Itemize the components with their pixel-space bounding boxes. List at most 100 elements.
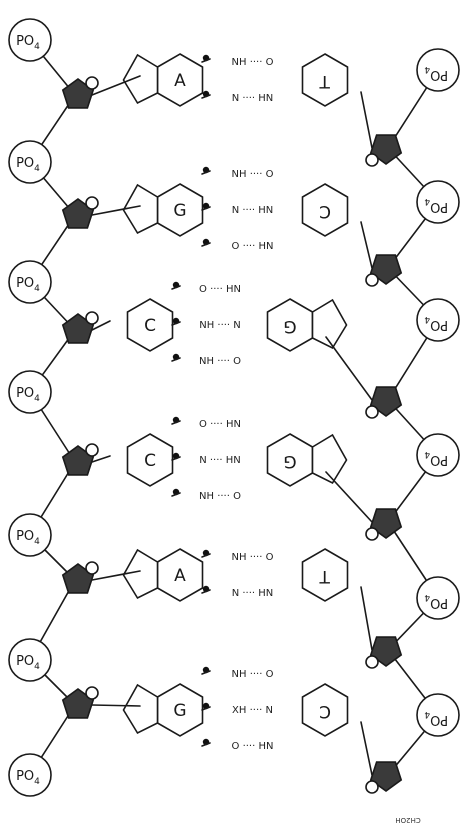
glycosidic-bond-left — [91, 704, 141, 707]
phosphate-circle — [416, 180, 460, 224]
phosphate-subscript: 4 — [34, 284, 40, 294]
phosphate-group: PO4 — [8, 370, 52, 414]
deoxyribose-sugar — [61, 686, 99, 719]
phosphate-circle — [416, 693, 460, 737]
hydrogen-bond-label: XH ···· N — [232, 705, 273, 716]
pyrimidine-ring — [126, 298, 174, 352]
ring-oxygen-circle — [85, 76, 99, 90]
bond-stub — [171, 456, 181, 461]
purine-five-ring — [122, 548, 159, 600]
glycosidic-bond-right — [360, 221, 373, 269]
pyrimidine-ring — [301, 53, 349, 107]
phosphate-label: PO4 — [424, 709, 448, 727]
purine-base: G — [266, 298, 348, 352]
hydrogen-bond-label: NH ···· O — [199, 356, 241, 367]
phosphate-label: PO4 — [424, 196, 448, 214]
phosphate-group: PO4 — [8, 18, 52, 62]
pyrimidine-base: T — [301, 548, 349, 602]
phosphate-subscript: 4 — [34, 537, 40, 547]
deoxyribose-sugar — [365, 636, 403, 669]
phosphate-label: PO4 — [16, 276, 40, 294]
phosphate-label-text: PO — [16, 654, 34, 669]
phosphate-label: PO4 — [424, 592, 448, 610]
phosphate-label: PO4 — [16, 34, 40, 52]
hydrogen-bond-label: NH ···· N — [199, 320, 241, 331]
ring-oxygen-circle — [365, 153, 379, 167]
purine-base: G — [266, 433, 348, 487]
phosphate-subscript: 4 — [424, 449, 430, 459]
deoxyribose-sugar — [365, 386, 403, 419]
phosphate-subscript: 4 — [424, 196, 430, 206]
phosphate-group: PO4 — [8, 753, 52, 797]
pyrimidine-ring — [301, 548, 349, 602]
bond-stub — [171, 321, 181, 326]
phosphate-label-text: PO — [16, 34, 34, 49]
bond-stub — [171, 285, 181, 290]
ring-oxygen-circle — [85, 443, 99, 457]
pyrimidine-base: C — [301, 183, 349, 237]
glycosidic-bond-left — [91, 205, 141, 216]
glycosidic-bond-left — [91, 455, 111, 463]
phosphate-subscript: 4 — [424, 314, 430, 324]
ring-oxygen-circle — [365, 527, 379, 541]
base-letter: C — [319, 201, 331, 221]
base-letter: T — [319, 566, 331, 586]
hydrogen-bond-label: N ···· HN — [232, 588, 274, 599]
phosphate-subscript: 4 — [34, 662, 40, 672]
ring-oxygen-circle — [85, 196, 99, 210]
pyrimidine-ring — [301, 683, 349, 737]
phosphate-group: PO4 — [8, 638, 52, 682]
glycosidic-bond-right — [360, 91, 373, 149]
bond-stub — [201, 94, 211, 99]
bond-stub — [201, 589, 211, 594]
base-letter: C — [319, 701, 331, 721]
phosphate-label-text: PO — [430, 199, 448, 214]
phosphate-label-text: PO — [16, 386, 34, 401]
purine-base: A — [122, 548, 204, 602]
phosphate-subscript: 4 — [34, 164, 40, 174]
deoxyribose-sugar — [365, 508, 403, 541]
phosphate-subscript: 4 — [424, 592, 430, 602]
bond-stub — [201, 242, 211, 247]
hydrogen-bond-label: N ···· HN — [232, 205, 274, 216]
base-letter: T — [319, 71, 331, 91]
phosphate-label-text: PO — [430, 67, 448, 82]
hydrogen-bond-label: NH ···· O — [232, 169, 274, 180]
hydrogen-bond-label: O ···· HN — [199, 284, 241, 295]
base-letter: G — [283, 451, 296, 471]
hydrogen-bond-label: N ···· HN — [199, 455, 241, 466]
phosphate-label-text: PO — [430, 317, 448, 332]
bond-stub — [171, 357, 181, 362]
base-letter: A — [174, 566, 186, 586]
hydrogen-bond-label: O ···· HN — [232, 241, 274, 252]
phosphate-label-text: PO — [430, 452, 448, 467]
ring-oxygen-circle — [365, 655, 379, 669]
phosphate-circle — [8, 753, 52, 797]
phosphate-group: PO4 — [416, 298, 460, 342]
phosphate-circle — [416, 298, 460, 342]
hydrogen-bond-label: NH ···· O — [232, 552, 274, 563]
phosphate-subscript: 4 — [424, 64, 430, 74]
purine-base: A — [122, 53, 204, 107]
purine-five-ring — [311, 298, 348, 350]
phosphate-label: PO4 — [16, 156, 40, 174]
deoxyribose-sugar — [365, 761, 403, 794]
bond-stub — [201, 58, 211, 63]
phosphate-group: PO4 — [416, 48, 460, 92]
phosphate-label: PO4 — [424, 64, 448, 82]
bond-stub — [201, 706, 211, 711]
pyrimidine-base: T — [301, 53, 349, 107]
phosphate-circle — [8, 513, 52, 557]
phosphate-label: PO4 — [16, 654, 40, 672]
deoxyribose-sugar — [365, 134, 403, 167]
glycosidic-bond-left — [91, 570, 141, 581]
phosphate-circle — [8, 18, 52, 62]
deoxyribose-sugar — [61, 196, 99, 229]
phosphate-label: PO4 — [16, 769, 40, 787]
glycosidic-bond-left — [91, 75, 141, 96]
ring-oxygen-circle — [85, 311, 99, 325]
deoxyribose-sugar — [61, 311, 99, 344]
pyrimidine-base: C — [301, 683, 349, 737]
hydrogen-bond-label: NH ···· O — [232, 57, 274, 68]
pyrimidine-ring — [301, 183, 349, 237]
